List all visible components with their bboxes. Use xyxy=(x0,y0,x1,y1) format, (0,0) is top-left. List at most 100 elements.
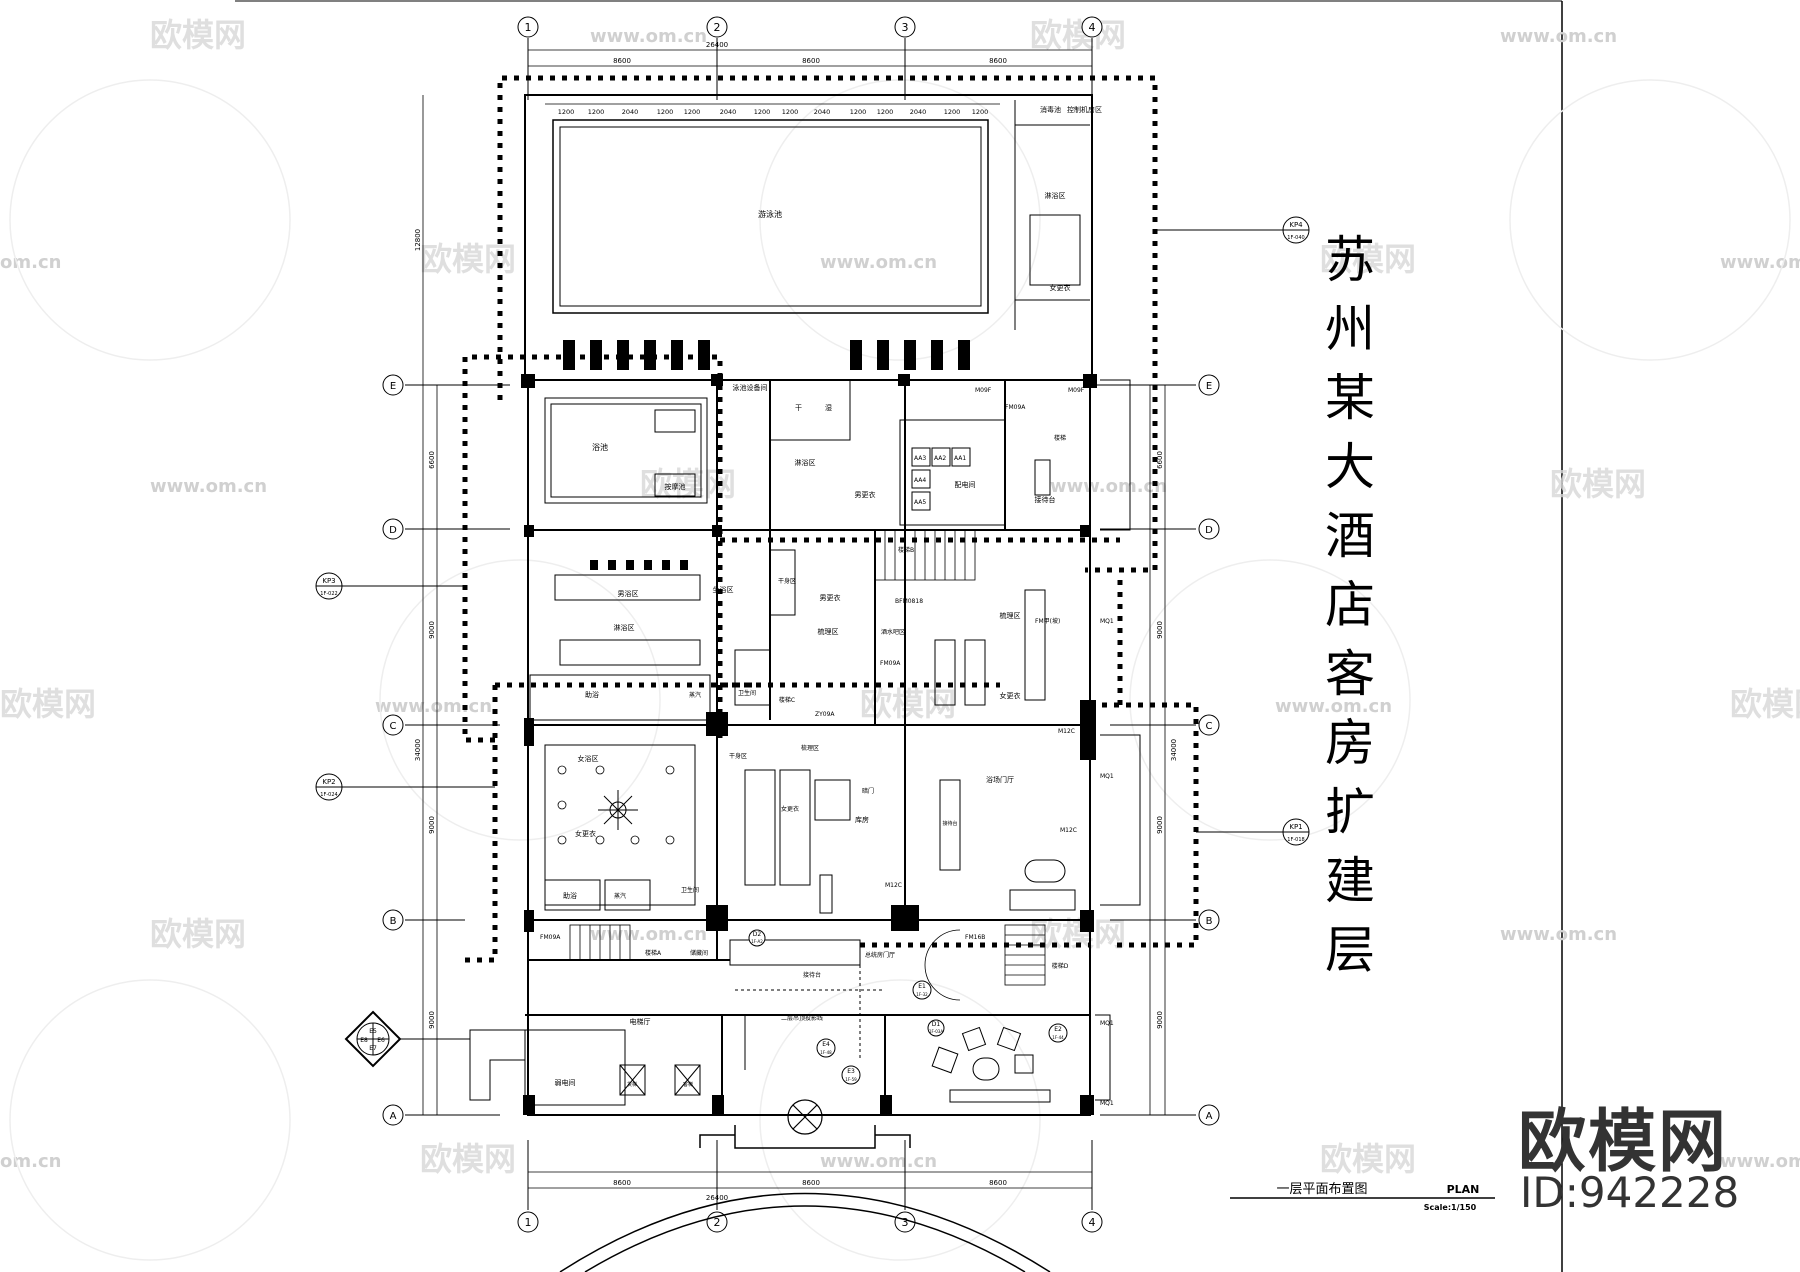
svg-text:1F-A2: 1F-A2 xyxy=(751,939,763,944)
watermark-brand: 欧模网 xyxy=(860,685,956,723)
svg-text:6600: 6600 xyxy=(1156,451,1164,469)
watermark-url: www.om.cn xyxy=(150,476,267,497)
room-spa-lobby: 浴场门厅 xyxy=(986,775,1014,784)
room-sauna-dry: 干 xyxy=(795,404,802,412)
spa-rooms-lower xyxy=(544,744,1076,914)
watermark-brand: 欧模网 xyxy=(0,685,96,723)
side-dims: 12800 6600 9000 9000 9000 34000 6600 900… xyxy=(414,229,1178,1029)
grid-bubble-d-right: D xyxy=(1198,518,1220,540)
watermark-url: www.om.cn xyxy=(820,252,937,273)
svg-text:6600: 6600 xyxy=(428,451,436,469)
watermark-brand: 欧模网 xyxy=(150,915,246,953)
dim-top-1: 8600 xyxy=(613,57,631,65)
swimming-pool: 游泳池 xyxy=(552,119,989,314)
svg-text:1200: 1200 xyxy=(558,108,575,116)
svg-text:D1: D1 xyxy=(932,1021,941,1028)
door-tag: FM09A xyxy=(880,660,901,667)
door-tag: M09F xyxy=(1068,387,1085,394)
watermark-url: www.om.cn xyxy=(1275,696,1392,717)
side-wings xyxy=(469,379,1141,1101)
room-women-locker2: 女更衣 xyxy=(1000,691,1021,700)
room-bath: 助浴 xyxy=(585,690,599,699)
room-massage: 按摩池 xyxy=(665,482,686,491)
watermark-brand: 欧模网 xyxy=(420,1140,516,1178)
svg-text:E6: E6 xyxy=(377,1037,385,1044)
brand-watermark: 欧模网 xyxy=(1518,1103,1729,1182)
room-women-locker: 女更衣 xyxy=(1050,283,1071,292)
watermark-brand: 欧模网 xyxy=(1550,465,1646,503)
svg-text:2: 2 xyxy=(714,21,721,34)
svg-text:A: A xyxy=(1206,1111,1213,1122)
kp3-marker: KP3 1F-022 xyxy=(315,572,343,600)
dim-total-bottom: 26400 xyxy=(706,1194,728,1202)
watermark-url: www.om.cn xyxy=(1500,924,1617,945)
watermark-url: www.om.cn xyxy=(820,1151,937,1172)
svg-text:B: B xyxy=(390,916,397,927)
dim-bottom-2: 8600 xyxy=(802,1179,820,1187)
watermark-url-layer: www.om.cn www.om.cn om.cn www.om.cn www.… xyxy=(0,26,1800,1172)
svg-text:D2: D2 xyxy=(753,931,762,938)
svg-text:4: 4 xyxy=(1089,1216,1096,1229)
svg-text:34000: 34000 xyxy=(414,739,422,761)
grid-bubble-3: 3 xyxy=(894,16,916,38)
door-tag: M12C xyxy=(885,882,902,889)
spa-rooms-middle xyxy=(529,549,1046,721)
svg-text:9000: 9000 xyxy=(428,621,436,639)
svg-text:A: A xyxy=(390,1111,397,1122)
watermark-url: www.om.cn xyxy=(1720,1151,1800,1172)
svg-text:2: 2 xyxy=(714,1216,721,1229)
svg-text:E2: E2 xyxy=(1054,1026,1062,1033)
room-women-changing: 女更衣 xyxy=(575,829,596,838)
watermark-brand: 欧模网 xyxy=(420,240,516,278)
grid-bubble-1: 1 xyxy=(517,16,539,38)
watermark-url: www.om.cn xyxy=(1500,26,1617,47)
svg-text:1F-040: 1F-040 xyxy=(1287,235,1304,241)
svg-text:1F-44: 1F-44 xyxy=(1052,1035,1064,1040)
watermark-brand: 欧模网 xyxy=(1730,685,1800,723)
dim-bottom-1: 8600 xyxy=(613,1179,631,1187)
room-steam: 蒸汽 xyxy=(689,691,701,699)
svg-text:1F-48: 1F-48 xyxy=(820,1050,832,1055)
svg-text:1F-024: 1F-024 xyxy=(320,792,337,798)
grid-bubbles-top: 1 2 3 4 xyxy=(517,16,1103,38)
door-tags: M09F FM09A BFM0818 FM09A FM甲(坡) M09F FM1… xyxy=(540,387,1114,1107)
door-tag: MQ1 xyxy=(1100,773,1114,780)
drawing-title-en: PLAN xyxy=(1447,1183,1480,1196)
title-block: 一层平面布置图 PLAN Scale:1/150 xyxy=(1230,1182,1495,1212)
grid-bubbles-bottom: 1 2 3 4 xyxy=(517,1211,1103,1233)
svg-text:E1: E1 xyxy=(918,983,926,990)
pool-room-partitions xyxy=(1014,100,1090,330)
watermark-brand: 欧模网 xyxy=(1030,16,1126,54)
svg-text:9000: 9000 xyxy=(1156,1011,1164,1029)
svg-text:E: E xyxy=(390,381,396,392)
room-women-locker-area: 女更衣 xyxy=(781,805,799,813)
room-toilet2: 卫生间 xyxy=(681,886,699,894)
grid-bubble-a-right: A xyxy=(1198,1104,1220,1126)
grid-bubble-1-bottom: 1 xyxy=(517,1211,539,1233)
svg-text:KP3: KP3 xyxy=(322,577,335,585)
svg-text:9000: 9000 xyxy=(428,1011,436,1029)
lounge-chairs xyxy=(563,340,970,370)
watermark-url: www.om.cn xyxy=(1720,252,1800,273)
svg-text:1F-022: 1F-022 xyxy=(320,591,337,597)
grid-bubble-4: 4 xyxy=(1081,16,1103,38)
watermark-brand: 欧模网 xyxy=(1320,240,1416,278)
equipment-labels: AA3 AA2 AA1 AA4 AA5 xyxy=(911,447,971,511)
svg-text:9000: 9000 xyxy=(1156,621,1164,639)
door-tag: MQ1 xyxy=(1100,1100,1114,1107)
watermark-layer: 欧模网 欧模网 欧模网 欧模网 欧模网 欧模网 欧模网 欧模网 欧模网 欧模网 … xyxy=(0,16,1800,1178)
door-tag: M09F xyxy=(975,387,992,394)
svg-text:AA2: AA2 xyxy=(934,455,946,462)
svg-text:B: B xyxy=(1206,916,1213,927)
watermark-url: www.om.cn xyxy=(375,696,492,717)
svg-text:AA1: AA1 xyxy=(954,455,966,462)
stair-b xyxy=(874,529,976,581)
zone-kp3 xyxy=(462,354,723,743)
grid-bubble-b-right: B xyxy=(1198,909,1220,931)
marker-e2: E2 1F-44 xyxy=(1048,1023,1068,1043)
